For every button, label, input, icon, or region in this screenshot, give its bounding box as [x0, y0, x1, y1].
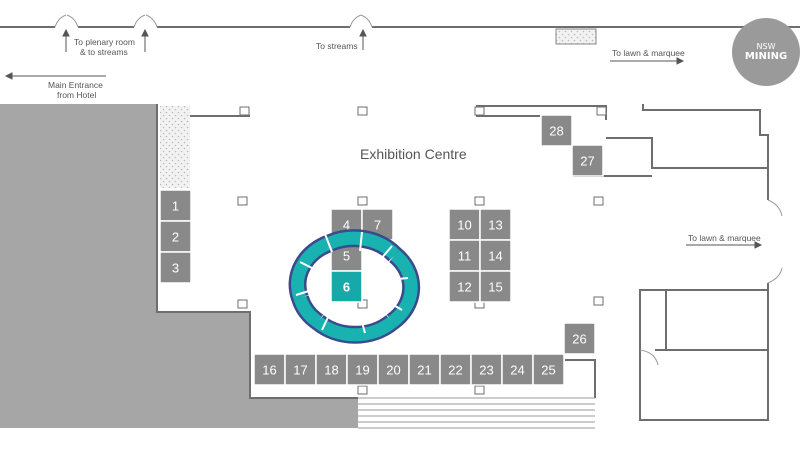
booth-16-box[interactable]	[253, 353, 286, 386]
booth-15-box[interactable]	[479, 270, 512, 303]
entrance-steps	[358, 397, 595, 429]
booth-27-box[interactable]	[571, 144, 604, 177]
booth-6[interactable]: 6	[330, 270, 363, 303]
booth-23-label: 23	[479, 363, 493, 378]
booth-22-box[interactable]	[439, 353, 472, 386]
booth-15-label: 15	[488, 280, 502, 295]
booth-22-label: 22	[448, 363, 462, 378]
booth-14-label: 14	[488, 249, 502, 264]
label-from-hotel: from Hotel	[57, 90, 97, 100]
booth-25-label: 25	[541, 363, 555, 378]
booth-15[interactable]: 15	[479, 270, 512, 303]
booth-18-label: 18	[324, 363, 338, 378]
booth-1-label: 1	[172, 199, 179, 214]
booth-21-box[interactable]	[408, 353, 441, 386]
booth-20-box[interactable]	[377, 353, 410, 386]
booth-19-label: 19	[355, 363, 369, 378]
booth-26[interactable]: 26	[563, 322, 596, 355]
booth-13[interactable]: 13	[479, 208, 512, 241]
booth-21[interactable]: 21	[408, 353, 441, 386]
booth-11-label: 11	[458, 249, 472, 264]
booth-24[interactable]: 24	[501, 353, 534, 386]
hatched-zone-left	[160, 106, 190, 188]
booth-28-box[interactable]	[540, 114, 573, 147]
booth-27[interactable]: 27	[571, 144, 604, 177]
booth-16-label: 16	[262, 363, 276, 378]
booth-3-box[interactable]	[159, 251, 192, 284]
booth-20[interactable]: 20	[377, 353, 410, 386]
hall-walls	[156, 104, 769, 421]
booth-5-label: 5	[343, 249, 350, 264]
label-to-streams: To streams	[316, 41, 358, 51]
booth-18-box[interactable]	[315, 353, 348, 386]
door-swings-top	[54, 14, 373, 28]
booth-28[interactable]: 28	[540, 114, 573, 147]
logo-line-1: NSW	[756, 42, 776, 51]
booth-27-label: 27	[580, 154, 594, 169]
booth-10-label: 10	[457, 218, 471, 233]
logo-line-2: MINING	[744, 51, 788, 62]
booth-21-label: 21	[417, 363, 431, 378]
booth-13-box[interactable]	[479, 208, 512, 241]
booth-1[interactable]: 1	[159, 189, 192, 222]
direction-arrows	[4, 28, 763, 249]
columns	[237, 106, 607, 395]
booth-13-label: 13	[488, 218, 502, 233]
booth-22[interactable]: 22	[439, 353, 472, 386]
label-lawn-top: To lawn & marquee	[612, 48, 685, 58]
booth-25-box[interactable]	[532, 353, 565, 386]
booth-3[interactable]: 3	[159, 251, 192, 284]
booth-16[interactable]: 16	[253, 353, 286, 386]
booth-12[interactable]: 12	[448, 270, 481, 303]
booth-20-label: 20	[386, 363, 400, 378]
booth-6-box[interactable]	[330, 270, 363, 303]
booth-3-label: 3	[172, 261, 179, 276]
map-title: Exhibition Centre	[360, 146, 467, 162]
booth-11[interactable]: 11	[448, 239, 481, 272]
booth-26-box[interactable]	[563, 322, 596, 355]
booth-14[interactable]: 14	[479, 239, 512, 272]
booth-23-box[interactable]	[470, 353, 503, 386]
booth-26-label: 26	[572, 332, 586, 347]
booth-18[interactable]: 18	[315, 353, 348, 386]
label-main-entrance: Main Entrance	[48, 80, 103, 90]
booth-7-label: 7	[374, 218, 381, 233]
booth-10[interactable]: 10	[448, 208, 481, 241]
booth-4-label: 4	[343, 218, 350, 233]
hotel-area	[0, 104, 358, 428]
booth-2-box[interactable]	[159, 220, 192, 253]
booth-23[interactable]: 23	[470, 353, 503, 386]
booth-2[interactable]: 2	[159, 220, 192, 253]
booth-28-label: 28	[549, 124, 563, 139]
booth-6-label: 6	[343, 280, 350, 295]
booth-12-label: 12	[457, 280, 471, 295]
label-lawn-right: To lawn & marquee	[688, 233, 761, 243]
booth-19-box[interactable]	[346, 353, 379, 386]
nsw-mining-logo	[732, 18, 800, 86]
booth-2-label: 2	[172, 230, 179, 245]
booth-17[interactable]: 17	[284, 353, 317, 386]
door-swings-side	[639, 199, 783, 366]
label-plenary-room: To plenary room	[74, 37, 135, 47]
circular-display-structure	[288, 229, 421, 344]
booth-19[interactable]: 19	[346, 353, 379, 386]
booth-17-label: 17	[293, 363, 307, 378]
booth-25[interactable]: 25	[532, 353, 565, 386]
hatched-zone-top	[555, 28, 597, 45]
booth-14-box[interactable]	[479, 239, 512, 272]
booth-24-label: 24	[510, 363, 524, 378]
label-plenary-streams: & to streams	[80, 47, 128, 57]
